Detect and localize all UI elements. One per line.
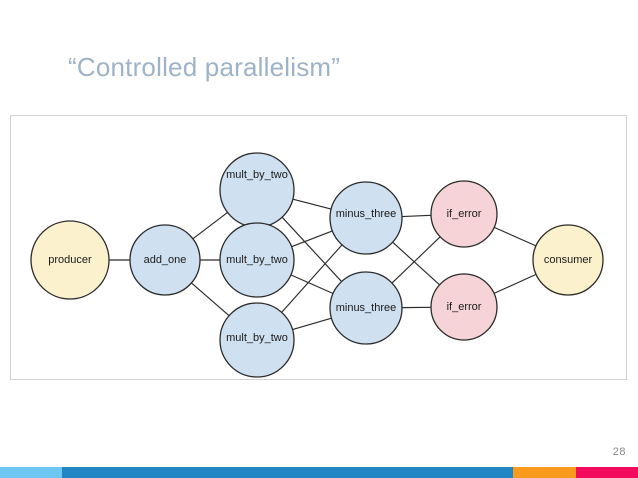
accent-bar [0,467,638,478]
accent-segment-orange [513,467,576,478]
accent-segment-blue [62,467,513,478]
page-title: “Controlled parallelism” [68,52,341,82]
accent-segment-crimson [576,467,638,478]
page-number: 28 [612,446,626,458]
accent-segment-light-blue [0,467,62,478]
diagram-frame [10,115,627,380]
